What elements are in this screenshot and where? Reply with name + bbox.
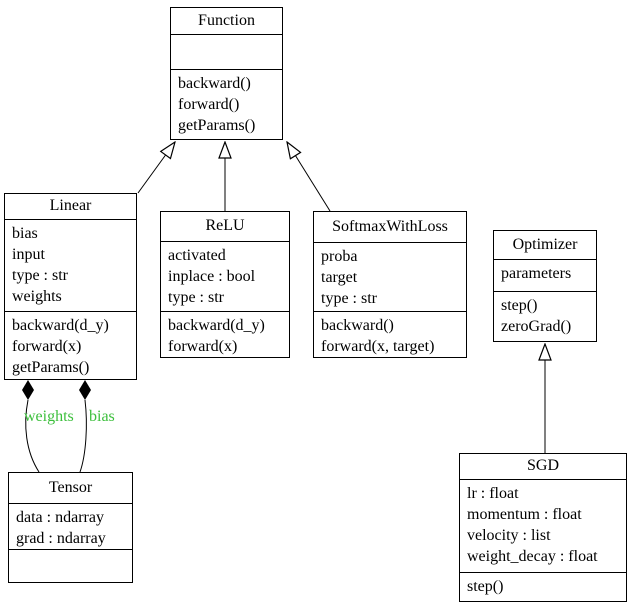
- class-linear-methods: backward(d_y) forward(x) getParams(): [5, 312, 136, 381]
- attribute-item: weight_decay : float: [467, 548, 598, 565]
- class-softmaxwithloss-title: SoftmaxWithLoss: [314, 212, 466, 243]
- method-item: zeroGrad(): [501, 318, 572, 335]
- class-function: Function backward() forward() getParams(…: [170, 7, 283, 140]
- composition-edge-linear-tensor-bias: [79, 399, 87, 473]
- inheritance-edge-softmaxwithloss-function: [287, 142, 331, 212]
- class-relu: ReLU activated inplace : bool type : str…: [160, 211, 290, 358]
- method-item: backward(d_y): [168, 317, 265, 334]
- method-item: backward(): [178, 75, 251, 92]
- class-sgd-title: SGD: [460, 454, 626, 480]
- class-function-methods: backward() forward() getParams(): [171, 70, 282, 139]
- class-linear-attributes: bias input type : str weights: [5, 220, 136, 312]
- method-item: step(): [501, 297, 538, 314]
- class-sgd: SGD lr : float momentum : float velocity…: [459, 453, 627, 602]
- attribute-item: target: [321, 269, 358, 286]
- class-tensor-methods: [9, 550, 132, 582]
- class-linear: Linear bias input type : str weights bac…: [4, 193, 137, 380]
- inheritance-edge-linear-function: [137, 142, 175, 194]
- attribute-item: activated: [168, 247, 226, 264]
- attribute-item: input: [12, 246, 45, 263]
- class-tensor-title: Tensor: [9, 473, 132, 504]
- class-linear-title: Linear: [5, 194, 136, 220]
- class-function-attributes: [171, 35, 282, 70]
- edge-label-weights: weights: [24, 408, 74, 425]
- class-relu-methods: backward(d_y) forward(x): [161, 312, 289, 360]
- class-sgd-methods: step(): [460, 573, 626, 601]
- class-optimizer-methods: step() zeroGrad(): [494, 292, 596, 341]
- attribute-item: type : str: [321, 290, 377, 307]
- attribute-item: bias: [12, 225, 38, 242]
- class-softmaxwithloss-methods: backward() forward(x, target): [314, 312, 466, 360]
- attribute-item: data : ndarray: [16, 509, 104, 526]
- edge-label-bias: bias: [89, 408, 115, 425]
- method-item: step(): [467, 578, 504, 595]
- method-item: backward(d_y): [12, 317, 109, 334]
- class-optimizer: Optimizer parameters step() zeroGrad(): [493, 230, 597, 342]
- method-item: forward(): [178, 96, 240, 113]
- attribute-item: velocity : list: [467, 527, 551, 544]
- attribute-item: lr : float: [467, 485, 519, 502]
- method-item: getParams(): [12, 359, 90, 376]
- method-item: forward(x): [12, 338, 82, 355]
- attribute-item: weights: [12, 288, 62, 305]
- class-relu-title: ReLU: [161, 212, 289, 242]
- class-softmaxwithloss-attributes: proba target type : str: [314, 243, 466, 312]
- class-tensor: Tensor data : ndarray grad : ndarray: [8, 472, 133, 583]
- attribute-item: type : str: [168, 289, 224, 306]
- attribute-item: momentum : float: [467, 506, 582, 523]
- attribute-item: type : str: [12, 267, 68, 284]
- composition-diamond-weights: [22, 380, 34, 400]
- attribute-item: inplace : bool: [168, 268, 256, 285]
- class-relu-attributes: activated inplace : bool type : str: [161, 242, 289, 312]
- class-optimizer-attributes: parameters: [494, 260, 596, 292]
- attribute-item: grad : ndarray: [16, 530, 106, 547]
- attribute-item: proba: [321, 248, 358, 265]
- method-item: forward(x): [168, 338, 238, 355]
- composition-edge-linear-tensor-weights: [25, 399, 40, 473]
- class-softmaxwithloss: SoftmaxWithLoss proba target type : str …: [313, 211, 467, 358]
- class-function-title: Function: [171, 8, 282, 35]
- class-tensor-attributes: data : ndarray grad : ndarray: [9, 504, 132, 550]
- attribute-item: parameters: [501, 265, 572, 282]
- method-item: forward(x, target): [321, 338, 435, 355]
- class-optimizer-title: Optimizer: [494, 231, 596, 260]
- method-item: getParams(): [178, 117, 256, 134]
- method-item: backward(): [321, 317, 394, 334]
- composition-diamond-bias: [79, 380, 91, 400]
- class-sgd-attributes: lr : float momentum : float velocity : l…: [460, 480, 626, 573]
